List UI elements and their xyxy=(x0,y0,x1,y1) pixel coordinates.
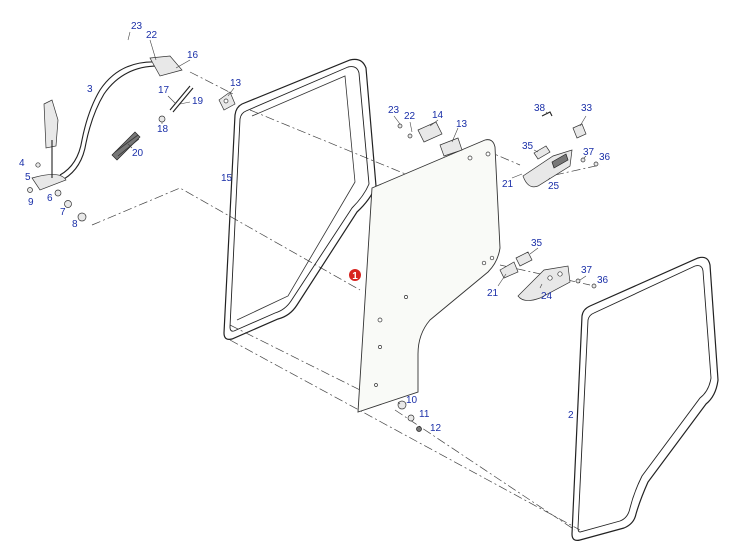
callout-15: 15 xyxy=(221,173,233,184)
lower-hardware xyxy=(397,400,422,432)
callout-35-top: 35 xyxy=(522,141,534,152)
callout-2: 2 xyxy=(568,410,574,421)
callout-21-top: 21 xyxy=(502,179,514,190)
callout-4: 4 xyxy=(19,158,25,169)
callout-23-top: 23 xyxy=(131,21,143,32)
callout-13-mid: 13 xyxy=(456,119,468,130)
door-glass-1 xyxy=(357,139,501,413)
upper-hinge xyxy=(397,111,599,188)
leader-lines xyxy=(127,31,587,405)
callout-9: 9 xyxy=(28,197,34,208)
seal-frame-15 xyxy=(223,58,377,340)
callout-22-top: 22 xyxy=(146,30,158,41)
callout-25: 25 xyxy=(548,181,560,192)
lower-hinge xyxy=(499,251,597,301)
callout-37-top: 37 xyxy=(583,147,595,158)
callout-17: 17 xyxy=(158,85,170,96)
callout-6: 6 xyxy=(47,193,53,204)
callout-36-low: 36 xyxy=(597,275,609,286)
callout-21-low: 21 xyxy=(487,288,499,299)
callout-35-low: 35 xyxy=(531,238,543,249)
alignment-lines xyxy=(91,71,601,531)
seal-frame-2 xyxy=(571,256,719,541)
callout-20: 20 xyxy=(132,148,144,159)
callout-19: 19 xyxy=(192,96,204,107)
callout-14: 14 xyxy=(432,110,444,121)
callout-37-low: 37 xyxy=(581,265,593,276)
callout-1: 1 xyxy=(352,271,358,282)
callout-24: 24 xyxy=(541,291,553,302)
callout-8: 8 xyxy=(72,219,78,230)
callout-10: 10 xyxy=(406,395,418,406)
callout-5: 5 xyxy=(25,172,31,183)
callout-36-top: 36 xyxy=(599,152,611,163)
callout-11: 11 xyxy=(419,409,430,420)
callout-33: 33 xyxy=(581,103,593,114)
callout-7: 7 xyxy=(60,207,66,218)
callout-labels: 23 22 16 3 13 17 19 18 20 4 5 9 6 7 8 15… xyxy=(19,21,611,434)
callout-38: 38 xyxy=(534,103,546,114)
callout-22-mid: 22 xyxy=(404,111,416,122)
callout-23-mid: 23 xyxy=(388,105,400,116)
highlight-badge: 1 xyxy=(349,269,361,282)
callout-13-left: 13 xyxy=(230,78,242,89)
callout-16: 16 xyxy=(187,50,199,61)
callout-3: 3 xyxy=(87,84,93,95)
stay-assembly xyxy=(27,55,236,222)
callout-18: 18 xyxy=(157,124,169,135)
callout-12: 12 xyxy=(430,423,442,434)
